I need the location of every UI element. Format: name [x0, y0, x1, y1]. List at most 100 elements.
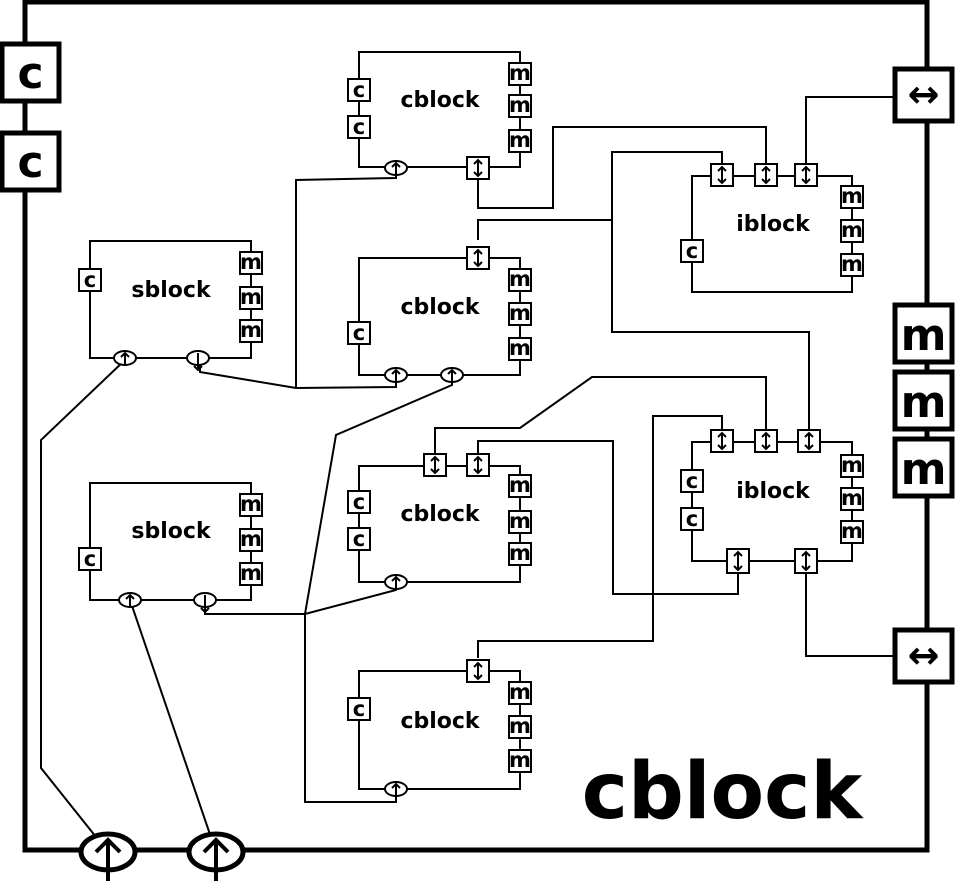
svg-text:sblock: sblock [131, 519, 212, 544]
up-port [118, 592, 142, 608]
cblock-3[interactable]: cblock c c m m m [347, 453, 532, 590]
bidir-port [466, 246, 490, 270]
svg-text:cblock: cblock [400, 502, 480, 527]
svg-text:m: m [841, 453, 863, 477]
cblock-4[interactable]: cblock c m m m [347, 659, 532, 797]
svg-text:c: c [84, 547, 96, 571]
m-port: m [508, 509, 532, 534]
m-port: m [508, 336, 532, 361]
wires [40, 96, 895, 853]
bidir-port [466, 659, 490, 683]
m-port: m [840, 453, 864, 478]
svg-text:iblock: iblock [736, 479, 811, 504]
m-port: m [508, 128, 532, 153]
bidir-port [794, 163, 818, 187]
sblock-1[interactable]: sblock c m m m [78, 240, 263, 372]
wire [611, 151, 810, 430]
outer-in-port-1[interactable] [78, 831, 138, 881]
m-port: m [239, 285, 263, 310]
svg-text:m: m [240, 492, 262, 516]
svg-text:m: m [901, 444, 947, 495]
wire [477, 440, 739, 595]
bidir-port [726, 548, 750, 574]
outer-m-port-3[interactable]: m [892, 436, 955, 499]
svg-text:m: m [509, 301, 531, 325]
svg-text:c: c [353, 115, 365, 139]
svg-text:m: m [841, 184, 863, 208]
bidir-port [794, 548, 818, 574]
c-port: c [78, 547, 102, 571]
svg-text:m: m [841, 218, 863, 242]
svg-text:m: m [841, 519, 863, 543]
svg-text:c: c [353, 527, 365, 551]
iblock-1[interactable]: iblock c m m m [680, 163, 864, 293]
svg-text:c: c [686, 239, 698, 263]
cblock-2[interactable]: cblock c m m m [347, 246, 532, 383]
outer-io-port-2[interactable]: ↔ [892, 627, 955, 685]
svg-text:c: c [17, 137, 43, 188]
cblock-1[interactable]: cblock c c m m m [347, 51, 532, 180]
outer-m-port-2[interactable]: m [892, 369, 955, 432]
svg-text:m: m [509, 336, 531, 360]
wire [477, 219, 612, 240]
outer-io-port-1[interactable]: ↔ [892, 66, 955, 124]
up-port [384, 781, 408, 797]
m-port: m [239, 527, 263, 552]
svg-text:m: m [901, 377, 947, 428]
svg-text:m: m [240, 561, 262, 585]
m-port: m [508, 93, 532, 118]
svg-text:c: c [353, 78, 365, 102]
up-port [113, 350, 137, 366]
svg-text:m: m [240, 527, 262, 551]
svg-text:c: c [353, 697, 365, 721]
up-port [384, 160, 408, 176]
svg-text:iblock: iblock [736, 212, 811, 237]
svg-text:m: m [841, 486, 863, 510]
svg-text:m: m [240, 250, 262, 274]
svg-text:c: c [84, 268, 96, 292]
outer-c-port-2[interactable]: c [0, 130, 62, 193]
wire [477, 415, 723, 658]
svg-text:m: m [509, 267, 531, 291]
c-port: c [78, 268, 102, 292]
bidir-port [754, 163, 778, 187]
svg-text:cblock: cblock [400, 709, 480, 734]
svg-text:c: c [17, 48, 43, 99]
m-port: m [508, 473, 532, 498]
c-port: c [347, 527, 371, 551]
bidir-port [710, 429, 734, 453]
svg-text:m: m [509, 541, 531, 565]
iblock-2[interactable]: iblock c c m m m [680, 429, 864, 574]
svg-text:m: m [509, 680, 531, 704]
svg-text:m: m [901, 310, 947, 361]
svg-text:m: m [240, 285, 262, 309]
m-port: m [840, 486, 864, 511]
svg-text:cblock: cblock [400, 295, 480, 320]
c-port: c [680, 507, 704, 531]
svg-text:c: c [353, 321, 365, 345]
sblock-2[interactable]: sblock c m m m [78, 482, 263, 614]
svg-text:m: m [509, 61, 531, 85]
svg-text:m: m [841, 252, 863, 276]
m-port: m [239, 318, 263, 343]
outer-m-port-1[interactable]: m [892, 302, 955, 365]
m-port: m [840, 519, 864, 544]
c-port: c [680, 469, 704, 493]
svg-text:m: m [509, 714, 531, 738]
svg-text:cblock: cblock [400, 88, 480, 113]
bidir-port [423, 453, 447, 477]
up-port [384, 574, 408, 590]
outer-c-port-1[interactable]: c [0, 41, 62, 104]
c-port: c [347, 321, 371, 345]
wire [129, 599, 217, 853]
down-port [193, 592, 217, 614]
bidir-port [797, 429, 821, 453]
m-port: m [239, 492, 263, 517]
wire [805, 573, 895, 657]
svg-text:c: c [353, 490, 365, 514]
up-port [384, 367, 408, 383]
svg-text:m: m [509, 128, 531, 152]
svg-text:sblock: sblock [131, 278, 212, 303]
outer-in-port-2[interactable] [186, 831, 246, 881]
